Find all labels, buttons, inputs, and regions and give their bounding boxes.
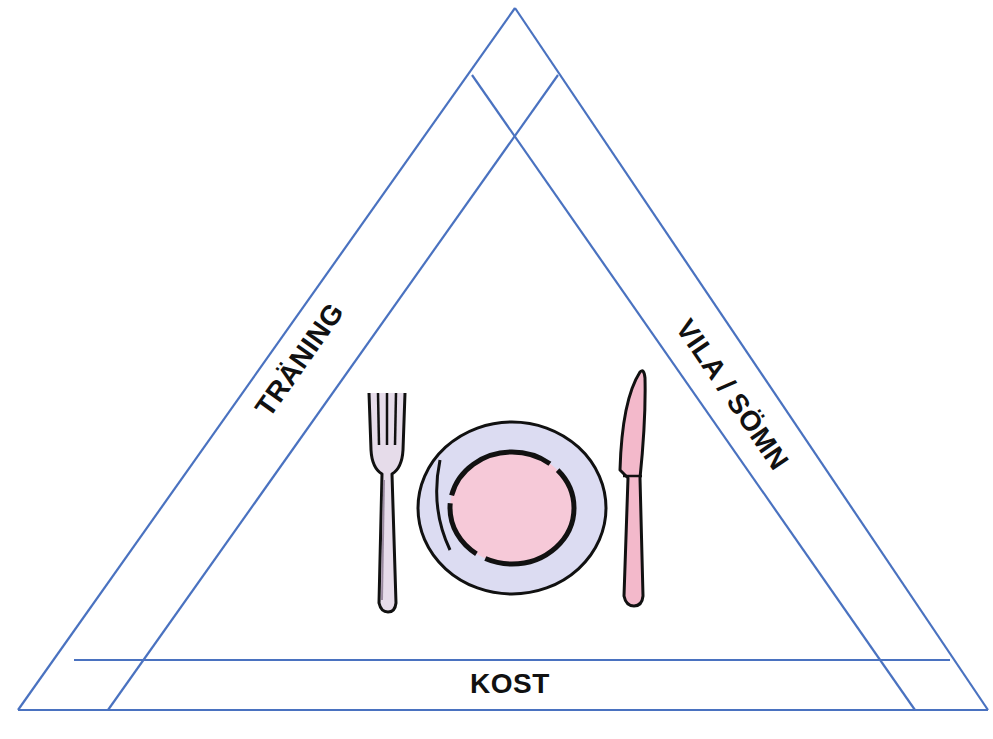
diet-band: KOST: [462, 664, 558, 704]
knife-symbol: [620, 371, 645, 606]
triangle-lines: [18, 8, 988, 710]
training-band: TRÄNING: [241, 288, 359, 432]
band-label: TRÄNING: [249, 297, 351, 423]
rest-sleep-band: VILA / SÖMN: [661, 305, 803, 486]
band-label: VILA / SÖMN: [669, 314, 795, 477]
fork-symbol: [369, 393, 405, 612]
band-label: KOST: [470, 668, 550, 700]
plate-symbol: [418, 422, 606, 594]
